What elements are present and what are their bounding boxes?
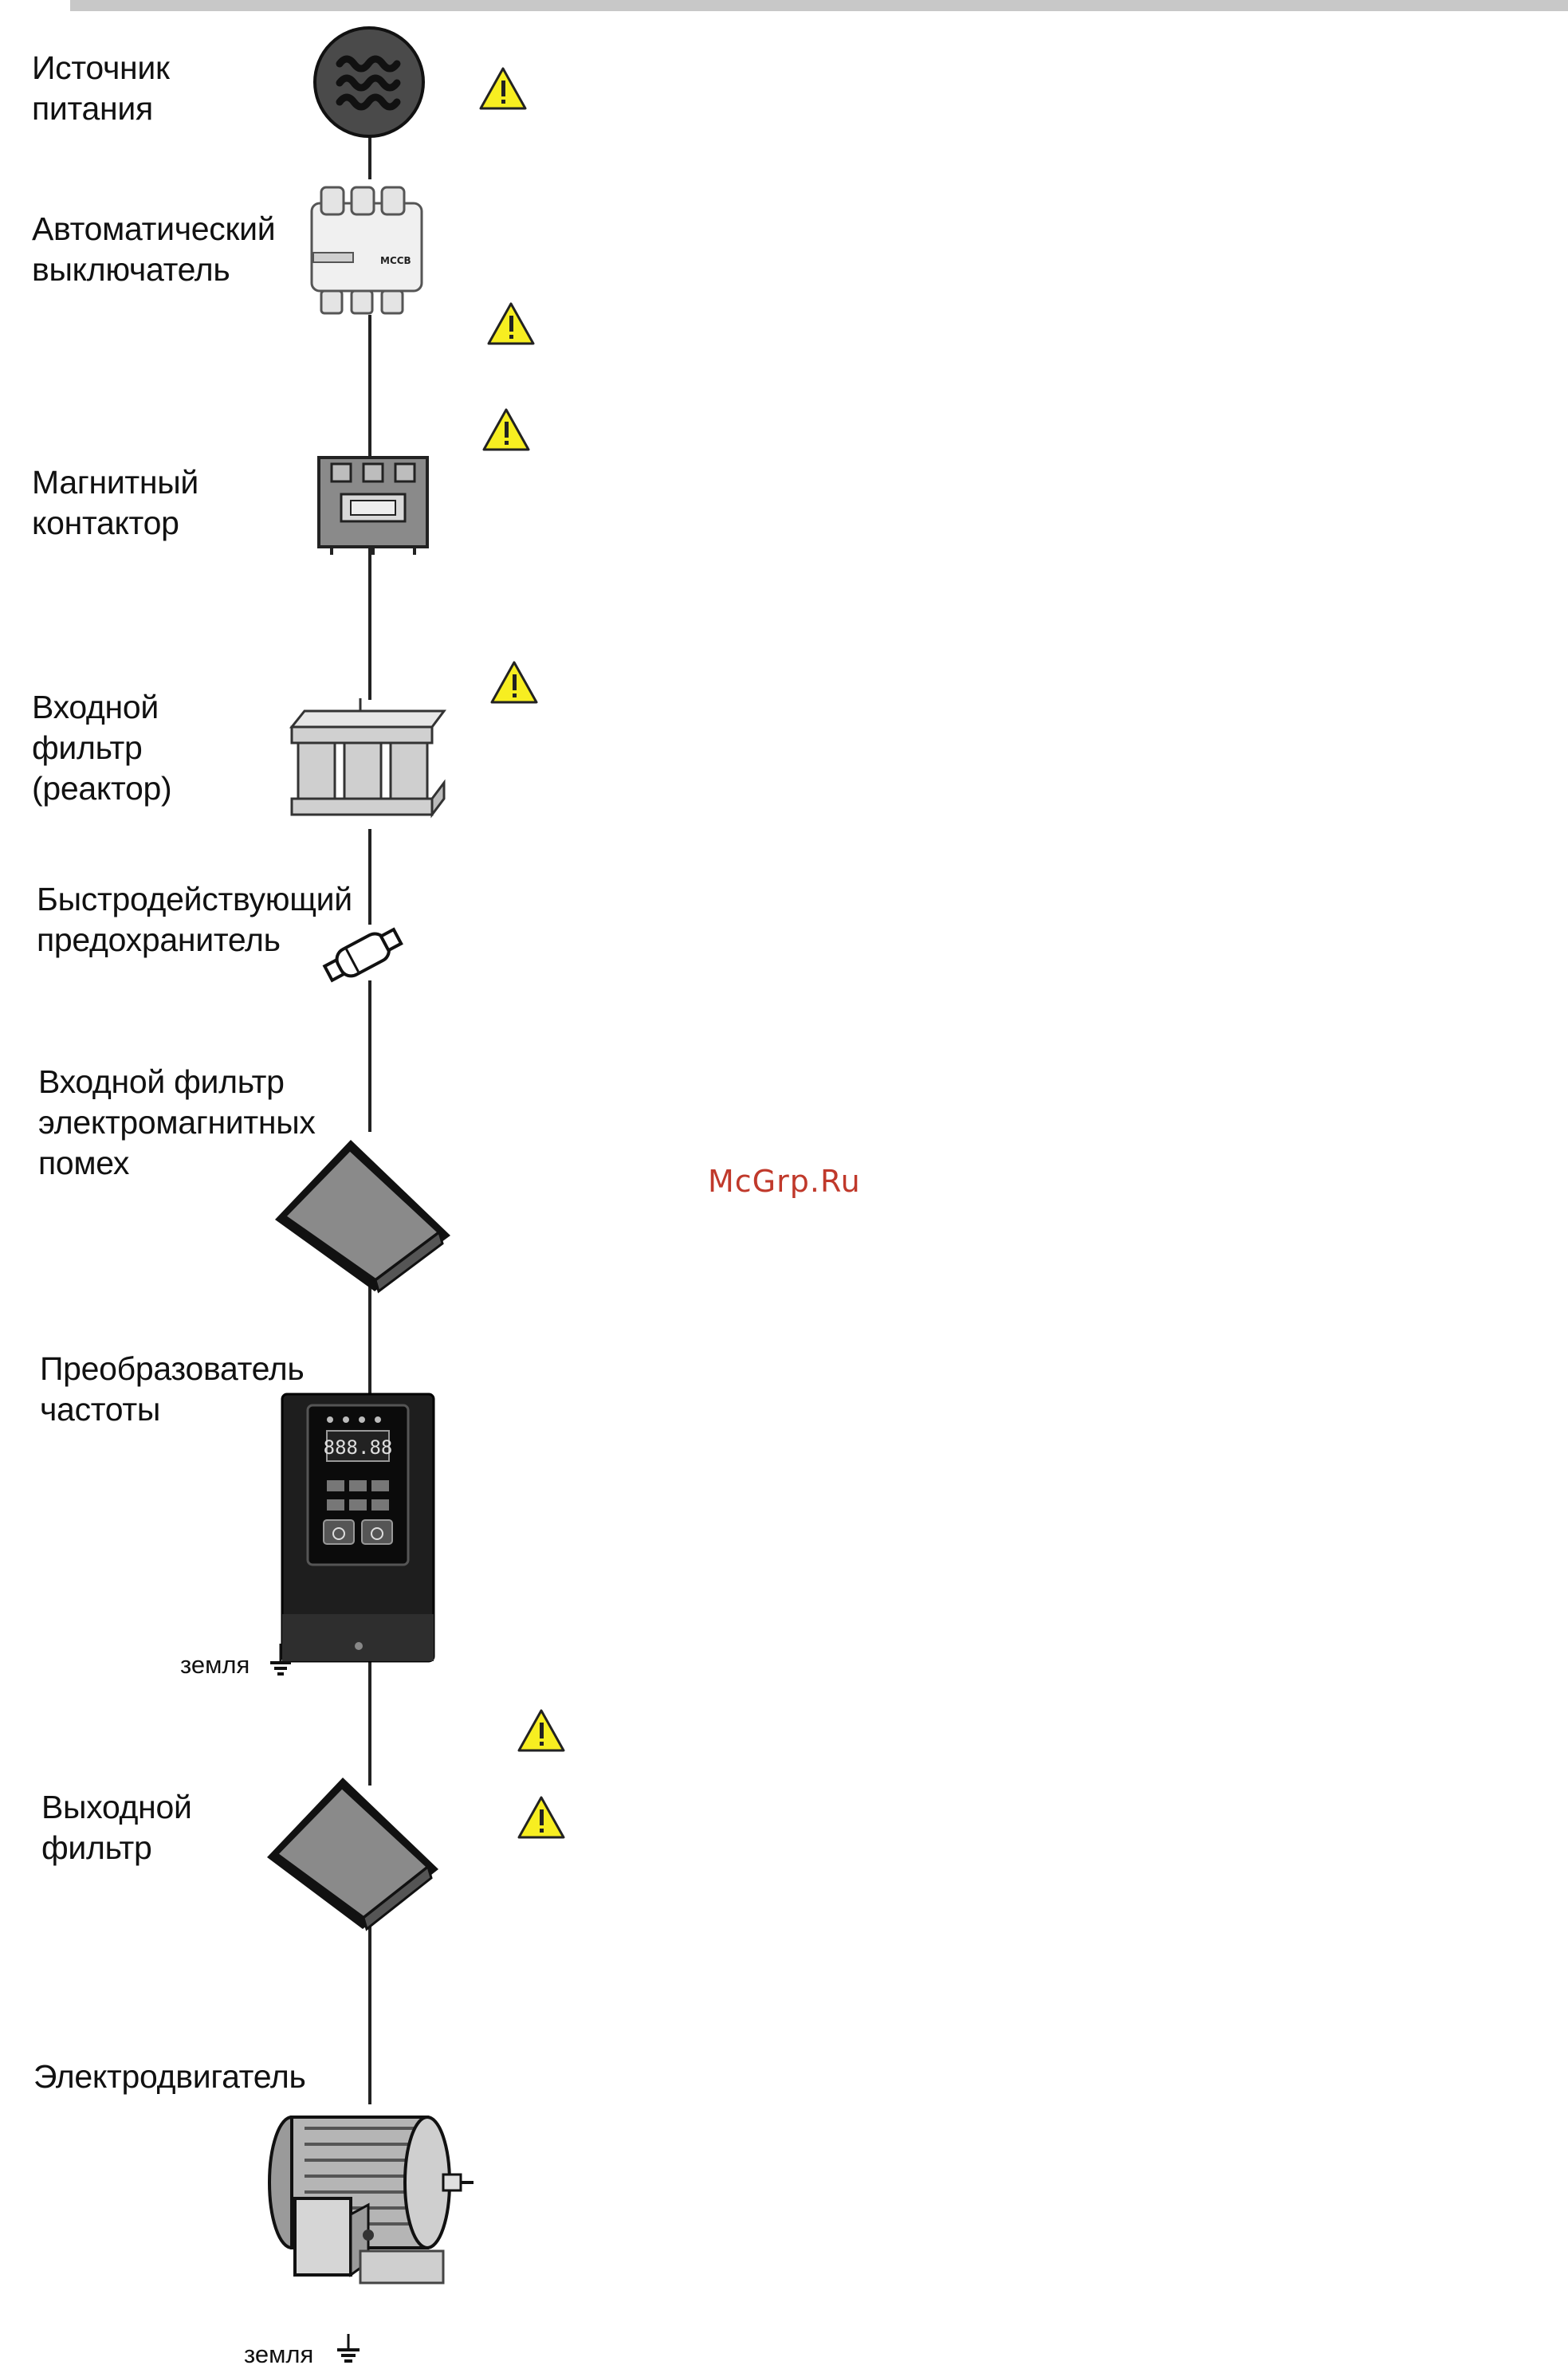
wire-segment xyxy=(368,315,371,458)
label-fast-fuse: Быстродействующий предохранитель xyxy=(37,879,352,961)
wire-segment xyxy=(368,1658,371,1786)
warning-icon xyxy=(481,407,531,452)
warning-icon xyxy=(478,66,528,111)
emi-filter-icon xyxy=(267,1132,458,1299)
breaker-marking: MCCB xyxy=(380,255,411,266)
wire-segment xyxy=(368,980,371,1132)
power-source-icon xyxy=(309,22,429,142)
frequency-inverter-icon: 888.88 xyxy=(279,1391,438,1666)
ground-label-inverter: земля xyxy=(180,1651,250,1680)
label-output-filter: Выходной фильтр xyxy=(41,1787,192,1868)
ground-icon xyxy=(335,2334,362,2366)
warning-icon xyxy=(486,301,536,346)
wire-segment xyxy=(368,548,371,700)
label-magnetic-contactor: Магнитный контактор xyxy=(32,462,198,544)
label-power-source: Источник питания xyxy=(32,48,170,129)
label-circuit-breaker: Автоматический выключатель xyxy=(32,209,275,290)
wire-segment xyxy=(368,829,371,925)
circuit-breaker-icon: MCCB xyxy=(307,179,426,319)
warning-icon xyxy=(489,660,539,705)
inverter-display: 888.88 xyxy=(324,1436,393,1459)
fast-fuse-icon xyxy=(319,921,411,988)
ground-icon xyxy=(268,1644,293,1679)
warning-icon xyxy=(517,1708,566,1753)
input-reactor-icon xyxy=(281,693,448,837)
label-motor: Электродвигатель xyxy=(33,2057,306,2097)
output-filter-icon xyxy=(259,1770,446,1937)
label-input-reactor: Входной фильтр (реактор) xyxy=(32,687,171,809)
watermark-text: McGrp.Ru xyxy=(708,1164,861,1199)
label-inverter: Преобразователь частоты xyxy=(40,1349,304,1430)
warning-icon xyxy=(517,1795,566,1840)
top-rule xyxy=(70,0,1568,11)
ground-label-motor: земля xyxy=(244,2340,313,2369)
motor-icon xyxy=(265,2095,480,2306)
magnetic-contactor-icon xyxy=(316,453,431,556)
